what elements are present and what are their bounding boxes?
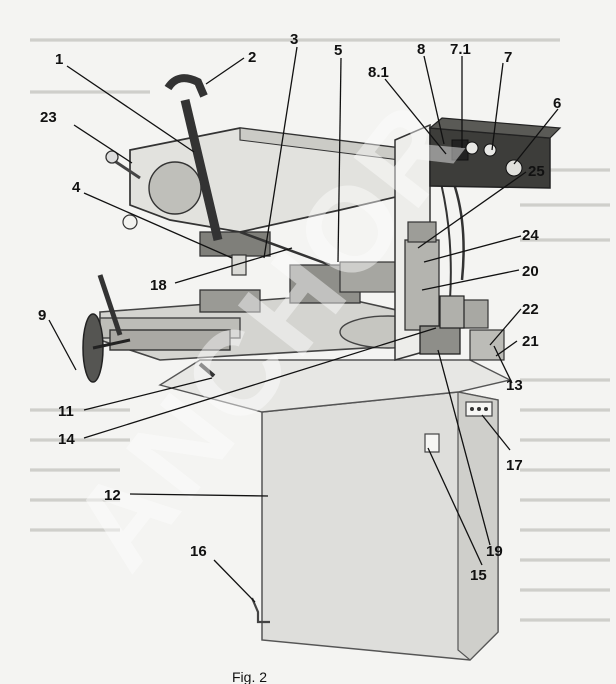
callout-18: 18	[150, 277, 167, 294]
callout-2: 2	[248, 49, 256, 66]
callout-15: 15	[470, 567, 487, 584]
blade-wheel-housing	[148, 161, 202, 215]
callout-16: 16	[190, 543, 207, 560]
operating-handle	[164, 74, 223, 242]
machine-stand	[158, 359, 513, 661]
blade-tension-knob	[105, 150, 141, 230]
callout-12: 12	[104, 487, 121, 504]
callout-8: 8	[417, 41, 425, 58]
stop-11	[198, 362, 216, 378]
callout-23: 23	[40, 109, 57, 126]
figure-caption: Fig. 2	[232, 669, 267, 684]
callout-1: 1	[55, 51, 63, 68]
callout-7: 7	[504, 49, 512, 66]
callout-13: 13	[506, 377, 523, 394]
callout-5: 5	[334, 42, 342, 59]
right-clamp	[419, 295, 465, 355]
vice-jaw	[199, 289, 261, 313]
callout-21: 21	[522, 333, 539, 350]
callout-8-1: 8.1	[368, 64, 389, 81]
control-knob-6	[505, 159, 523, 177]
callout-6: 6	[553, 95, 561, 112]
callout-labels: 1 2 3 5 8 7.1 8.1 7 6 23 4 25 24 18 20 9…	[38, 31, 561, 584]
callout-4: 4	[72, 179, 81, 196]
stand-plate-15	[424, 433, 440, 453]
callout-7-1: 7.1	[450, 41, 471, 58]
callout-24: 24	[522, 227, 539, 244]
callout-17: 17	[506, 457, 523, 474]
callout-3: 3	[290, 31, 298, 48]
hydraulic-cylinder-24	[404, 239, 440, 331]
column-and-coolant	[394, 123, 505, 361]
feed-handwheel-assembly	[82, 274, 231, 383]
background-text-lines	[30, 38, 610, 622]
callout-22: 22	[522, 301, 539, 318]
callout-20: 20	[522, 263, 539, 280]
callout-14: 14	[58, 431, 75, 448]
callout-25: 25	[528, 163, 545, 180]
leader-lines	[48, 46, 559, 603]
support-rod	[97, 274, 123, 336]
callout-19: 19	[486, 543, 503, 560]
callout-11: 11	[58, 403, 74, 420]
callout-9: 9	[38, 307, 46, 324]
